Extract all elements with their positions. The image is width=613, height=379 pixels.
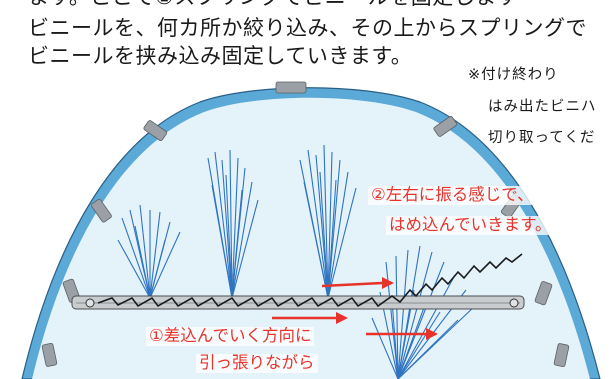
rail-end-bolt-left	[85, 298, 95, 308]
frame-clip	[90, 198, 112, 223]
frame-clip	[143, 120, 168, 142]
arrow-middle	[272, 312, 348, 324]
callout-2-line-2: はめ込んでいきます。	[386, 216, 555, 235]
callout-2-line-1: ②左右に振る感じで、	[368, 186, 537, 205]
frame-clip	[534, 281, 553, 306]
frame-clip	[41, 342, 58, 367]
rail-end-bolt-right	[509, 298, 519, 308]
spring-rail	[71, 295, 525, 310]
intro-line-2: ビニールを挟み込み固定していきます。	[28, 44, 413, 68]
frame-clip	[275, 81, 307, 94]
bristle-bundle-3	[299, 144, 357, 299]
bristle-bundle-2	[207, 149, 259, 299]
callout-1-line-2: 引っ張りながら	[196, 354, 318, 373]
frame-clip	[553, 343, 570, 368]
spring-wire	[97, 253, 523, 308]
top-cut-text: ます。ここで②スプリングでビニールを固定します	[28, 0, 518, 8]
arrow-lower	[366, 328, 438, 340]
frame-clip	[433, 115, 458, 137]
arrow-upper	[321, 277, 394, 289]
intro-line-1: ビニールを、何カ所か絞り込み、その上からスプリングで	[28, 16, 587, 40]
note-line-2: はみ出たビニハ	[488, 99, 597, 115]
callout-1-line-1: ①差込んでいく方向に	[146, 327, 315, 346]
direction-arrows	[272, 277, 438, 340]
note-line-1: ※付け終わり	[468, 67, 559, 83]
note-line-3: 切り取ってくだ	[488, 130, 596, 146]
bristle-bundle-1	[117, 204, 181, 299]
